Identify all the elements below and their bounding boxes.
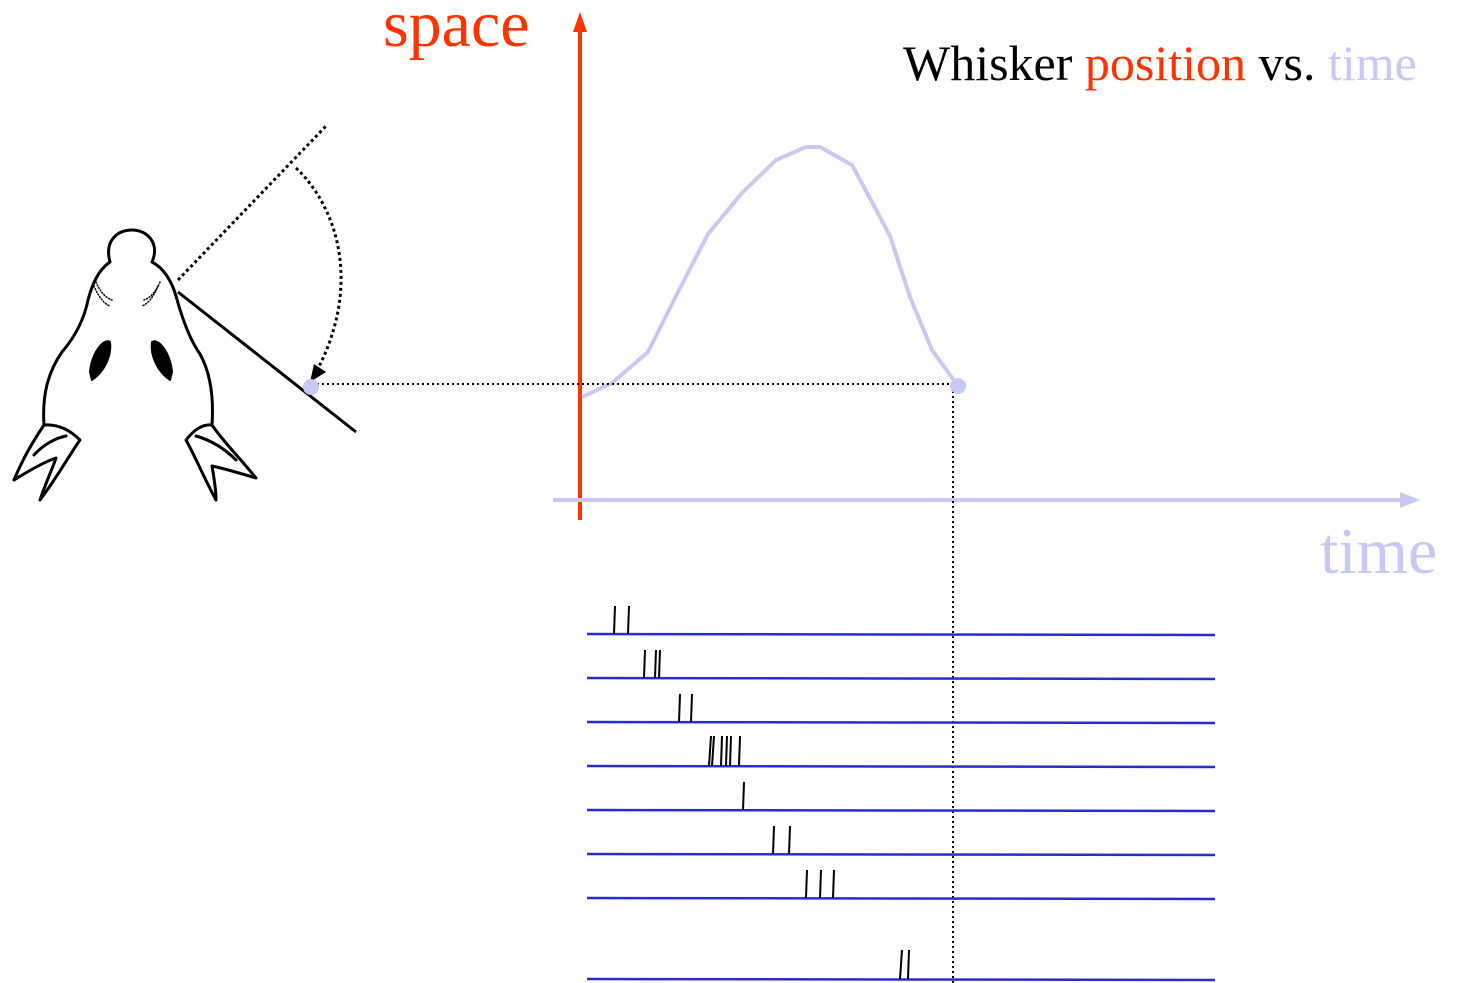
whisker-tip-marker (303, 379, 319, 395)
spike-train-2 (587, 650, 1215, 679)
space-axis (573, 12, 587, 520)
spike-raster (587, 606, 1215, 980)
title-position-word: position (1085, 35, 1246, 91)
spikes-1 (614, 606, 629, 634)
space-axis-arrowhead (573, 12, 587, 32)
diagram-title: Whisker position vs. time (903, 35, 1417, 91)
whisker-protracted-line (178, 126, 326, 280)
spike-train-1 (587, 606, 1215, 635)
whisker-position-curve (582, 147, 958, 397)
time-axis (553, 492, 1420, 508)
spikes-4 (709, 736, 740, 766)
curve-end-marker (950, 378, 966, 394)
spike-train-6 (587, 826, 1215, 855)
spike-train-4 (587, 736, 1215, 767)
mouse-head-illustration (14, 230, 256, 500)
spikes-3 (679, 694, 692, 722)
spikes-7 (806, 870, 834, 898)
spikes-5 (743, 782, 744, 810)
time-axis-arrowhead (1400, 492, 1420, 508)
spike-train-8 (587, 950, 1215, 980)
spike-train-3 (587, 694, 1215, 723)
title-prefix: Whisker (903, 35, 1085, 91)
title-vs: vs. (1246, 35, 1328, 91)
whisker-rotation-arc (296, 168, 341, 376)
spikes-8 (900, 950, 909, 979)
spike-train-7 (587, 870, 1215, 899)
time-axis-label: time (1320, 515, 1437, 588)
spikes-2 (644, 650, 660, 678)
title-time-word: time (1328, 35, 1417, 91)
spike-train-5 (587, 782, 1215, 811)
spikes-6 (773, 826, 790, 854)
space-axis-label: space (383, 0, 530, 61)
